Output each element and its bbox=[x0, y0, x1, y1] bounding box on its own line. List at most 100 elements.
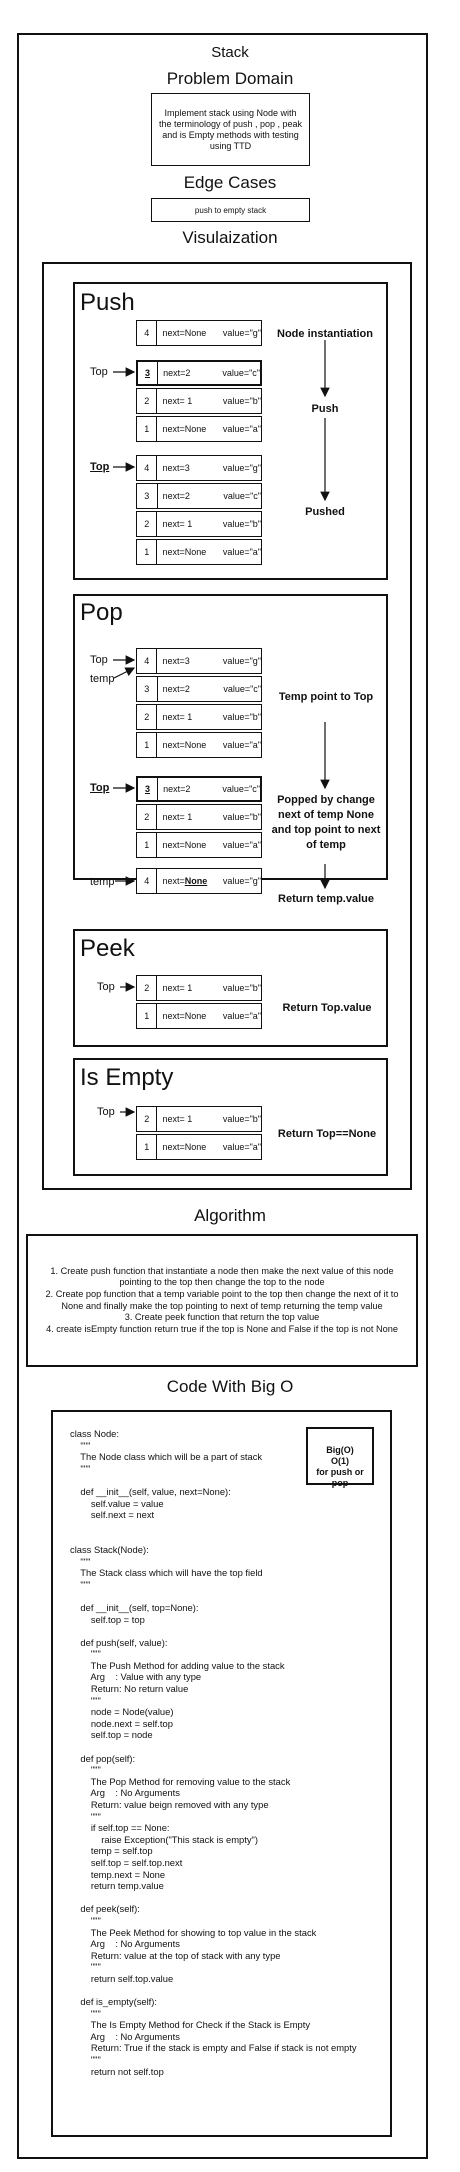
node-next: next=None bbox=[162, 1011, 207, 1021]
page-title: Stack bbox=[211, 44, 249, 61]
node-value: value="b" bbox=[222, 519, 261, 529]
is-empty-top-label: Top bbox=[97, 1106, 115, 1118]
node-num: 1 bbox=[137, 733, 158, 757]
node-value: value="c" bbox=[222, 784, 260, 794]
big-o-box: Big(O) O(1) for push or pop bbox=[306, 1427, 374, 1488]
code-box bbox=[51, 1410, 392, 2137]
node-num: 3 bbox=[138, 778, 159, 800]
node-num: 4 bbox=[137, 869, 158, 893]
push-s2-node-2: 2 next= 1 value="b" bbox=[136, 511, 262, 537]
push-top-label-1: Top bbox=[90, 366, 108, 378]
pop-step-popped: Popped by change next of temp None and t… bbox=[271, 794, 381, 851]
node-num: 1 bbox=[137, 1004, 158, 1028]
visualization-title: Visulaization bbox=[182, 228, 278, 247]
node-next-none: None bbox=[184, 876, 208, 886]
node-num: 3 bbox=[137, 484, 158, 508]
node-next: next=3 bbox=[162, 656, 190, 666]
node-value: value="a" bbox=[222, 547, 261, 557]
algorithm-box: 1. Create push function that instantiate… bbox=[26, 1234, 418, 1367]
node-value: value="a" bbox=[222, 424, 261, 434]
pop-s1-node-4: 4 next=3 value="g" bbox=[136, 648, 262, 674]
node-next: next=None bbox=[162, 840, 207, 850]
node-value: value="b" bbox=[222, 712, 261, 722]
edge-cases-box: push to empty stack bbox=[151, 198, 310, 222]
pop-s1-node-2: 2 next= 1 value="b" bbox=[136, 704, 262, 730]
node-value: value="b" bbox=[222, 396, 261, 406]
node-num: 2 bbox=[137, 705, 158, 729]
node-value: value="g" bbox=[222, 328, 261, 338]
pop-s1-node-1: 1 next=None value="a" bbox=[136, 732, 262, 758]
code-listing: class Node: """ The Node class which wil… bbox=[70, 1428, 357, 2077]
node-num: 4 bbox=[137, 321, 158, 345]
node-value: value="g" bbox=[222, 876, 261, 886]
peek-node-1: 1 next=None value="a" bbox=[136, 1003, 262, 1029]
pop-top-label-2: Top bbox=[90, 782, 110, 794]
is-empty-node-1: 1 next=None value="a" bbox=[136, 1134, 262, 1160]
algorithm-step-1: 1. Create push function that instantiate… bbox=[50, 1265, 394, 1288]
node-num: 1 bbox=[137, 833, 158, 857]
is-empty-node-2: 2 next= 1 value="b" bbox=[136, 1106, 262, 1132]
pop-s2-node-1: 1 next=None value="a" bbox=[136, 832, 262, 858]
node-value: value="a" bbox=[222, 1142, 261, 1152]
problem-domain-box: Implement stack using Node with the term… bbox=[151, 93, 310, 166]
node-num: 1 bbox=[137, 417, 158, 441]
pop-step-return: Return temp.value bbox=[278, 893, 374, 905]
node-num: 3 bbox=[138, 362, 159, 384]
node-next: next=None bbox=[162, 424, 207, 434]
node-value: value="g" bbox=[222, 463, 261, 473]
node-value: value="a" bbox=[222, 740, 261, 750]
peek-step: Return Top.value bbox=[282, 1002, 372, 1014]
node-next: next=None bbox=[162, 547, 207, 557]
code-section-title: Code With Big O bbox=[166, 1377, 294, 1396]
push-step-pushed: Pushed bbox=[305, 506, 345, 518]
is-empty-step: Return Top==None bbox=[277, 1128, 377, 1140]
node-value: value="b" bbox=[222, 1114, 261, 1124]
node-value: value="c" bbox=[223, 491, 261, 501]
pop-s1-node-3: 3 next=2 value="c" bbox=[136, 676, 262, 702]
node-next: next= 1 bbox=[162, 519, 193, 529]
node-num: 2 bbox=[137, 805, 158, 829]
push-step-push: Push bbox=[311, 403, 339, 415]
node-next: next= 1 bbox=[162, 983, 193, 993]
problem-domain-text: Implement stack using Node with the term… bbox=[158, 107, 303, 151]
pop-title: Pop bbox=[80, 599, 123, 626]
node-value: value="g" bbox=[222, 656, 261, 666]
node-num: 1 bbox=[137, 540, 158, 564]
pop-temp-label-2: temp bbox=[90, 876, 115, 888]
node-value: value="c" bbox=[222, 368, 260, 378]
push-s1-node-1: 1 next=None value="a" bbox=[136, 416, 262, 442]
push-step-instantiation: Node instantiation bbox=[277, 328, 373, 340]
node-next-prefix: next= bbox=[162, 876, 185, 886]
node-next: next=3 bbox=[162, 463, 190, 473]
node-next: next=2 bbox=[162, 491, 190, 501]
node-num: 1 bbox=[137, 1135, 158, 1159]
node-num: 2 bbox=[137, 389, 158, 413]
node-next: next= 1 bbox=[162, 396, 193, 406]
node-next: next=None bbox=[162, 740, 207, 750]
node-num: 4 bbox=[137, 456, 158, 480]
push-title: Push bbox=[80, 289, 135, 316]
algorithm-title: Algorithm bbox=[194, 1206, 266, 1225]
node-next: next=2 bbox=[163, 784, 191, 794]
push-s2-node-1: 1 next=None value="a" bbox=[136, 539, 262, 565]
algorithm-step-3: 3. Create peek function that return the … bbox=[124, 1312, 320, 1323]
node-value: value="a" bbox=[222, 840, 261, 850]
node-value: value="b" bbox=[222, 812, 261, 822]
node-num: 2 bbox=[137, 1107, 158, 1131]
node-next: next=2 bbox=[163, 368, 191, 378]
node-num: 3 bbox=[137, 677, 158, 701]
push-new-node: 4 next=None value="g" bbox=[136, 320, 262, 346]
push-top-label-2: Top bbox=[90, 461, 110, 473]
push-s1-node-3: 3 next=2 value="c" bbox=[136, 360, 262, 386]
push-s2-node-4: 4 next=3 value="g" bbox=[136, 455, 262, 481]
algorithm-step-4: 4. create isEmpty function return true i… bbox=[46, 1323, 398, 1334]
big-o-text: Big(O) O(1) for push or pop bbox=[316, 1445, 364, 1488]
node-next: next=None bbox=[162, 328, 207, 338]
problem-domain-title: Problem Domain bbox=[166, 69, 294, 88]
pop-popped-node: 4 next=None value="g" bbox=[136, 868, 262, 894]
pop-temp-arrow-1 bbox=[113, 667, 136, 679]
edge-cases-text: push to empty stack bbox=[194, 205, 267, 215]
pop-s2-node-2: 2 next= 1 value="b" bbox=[136, 804, 262, 830]
node-value: value="c" bbox=[223, 684, 261, 694]
